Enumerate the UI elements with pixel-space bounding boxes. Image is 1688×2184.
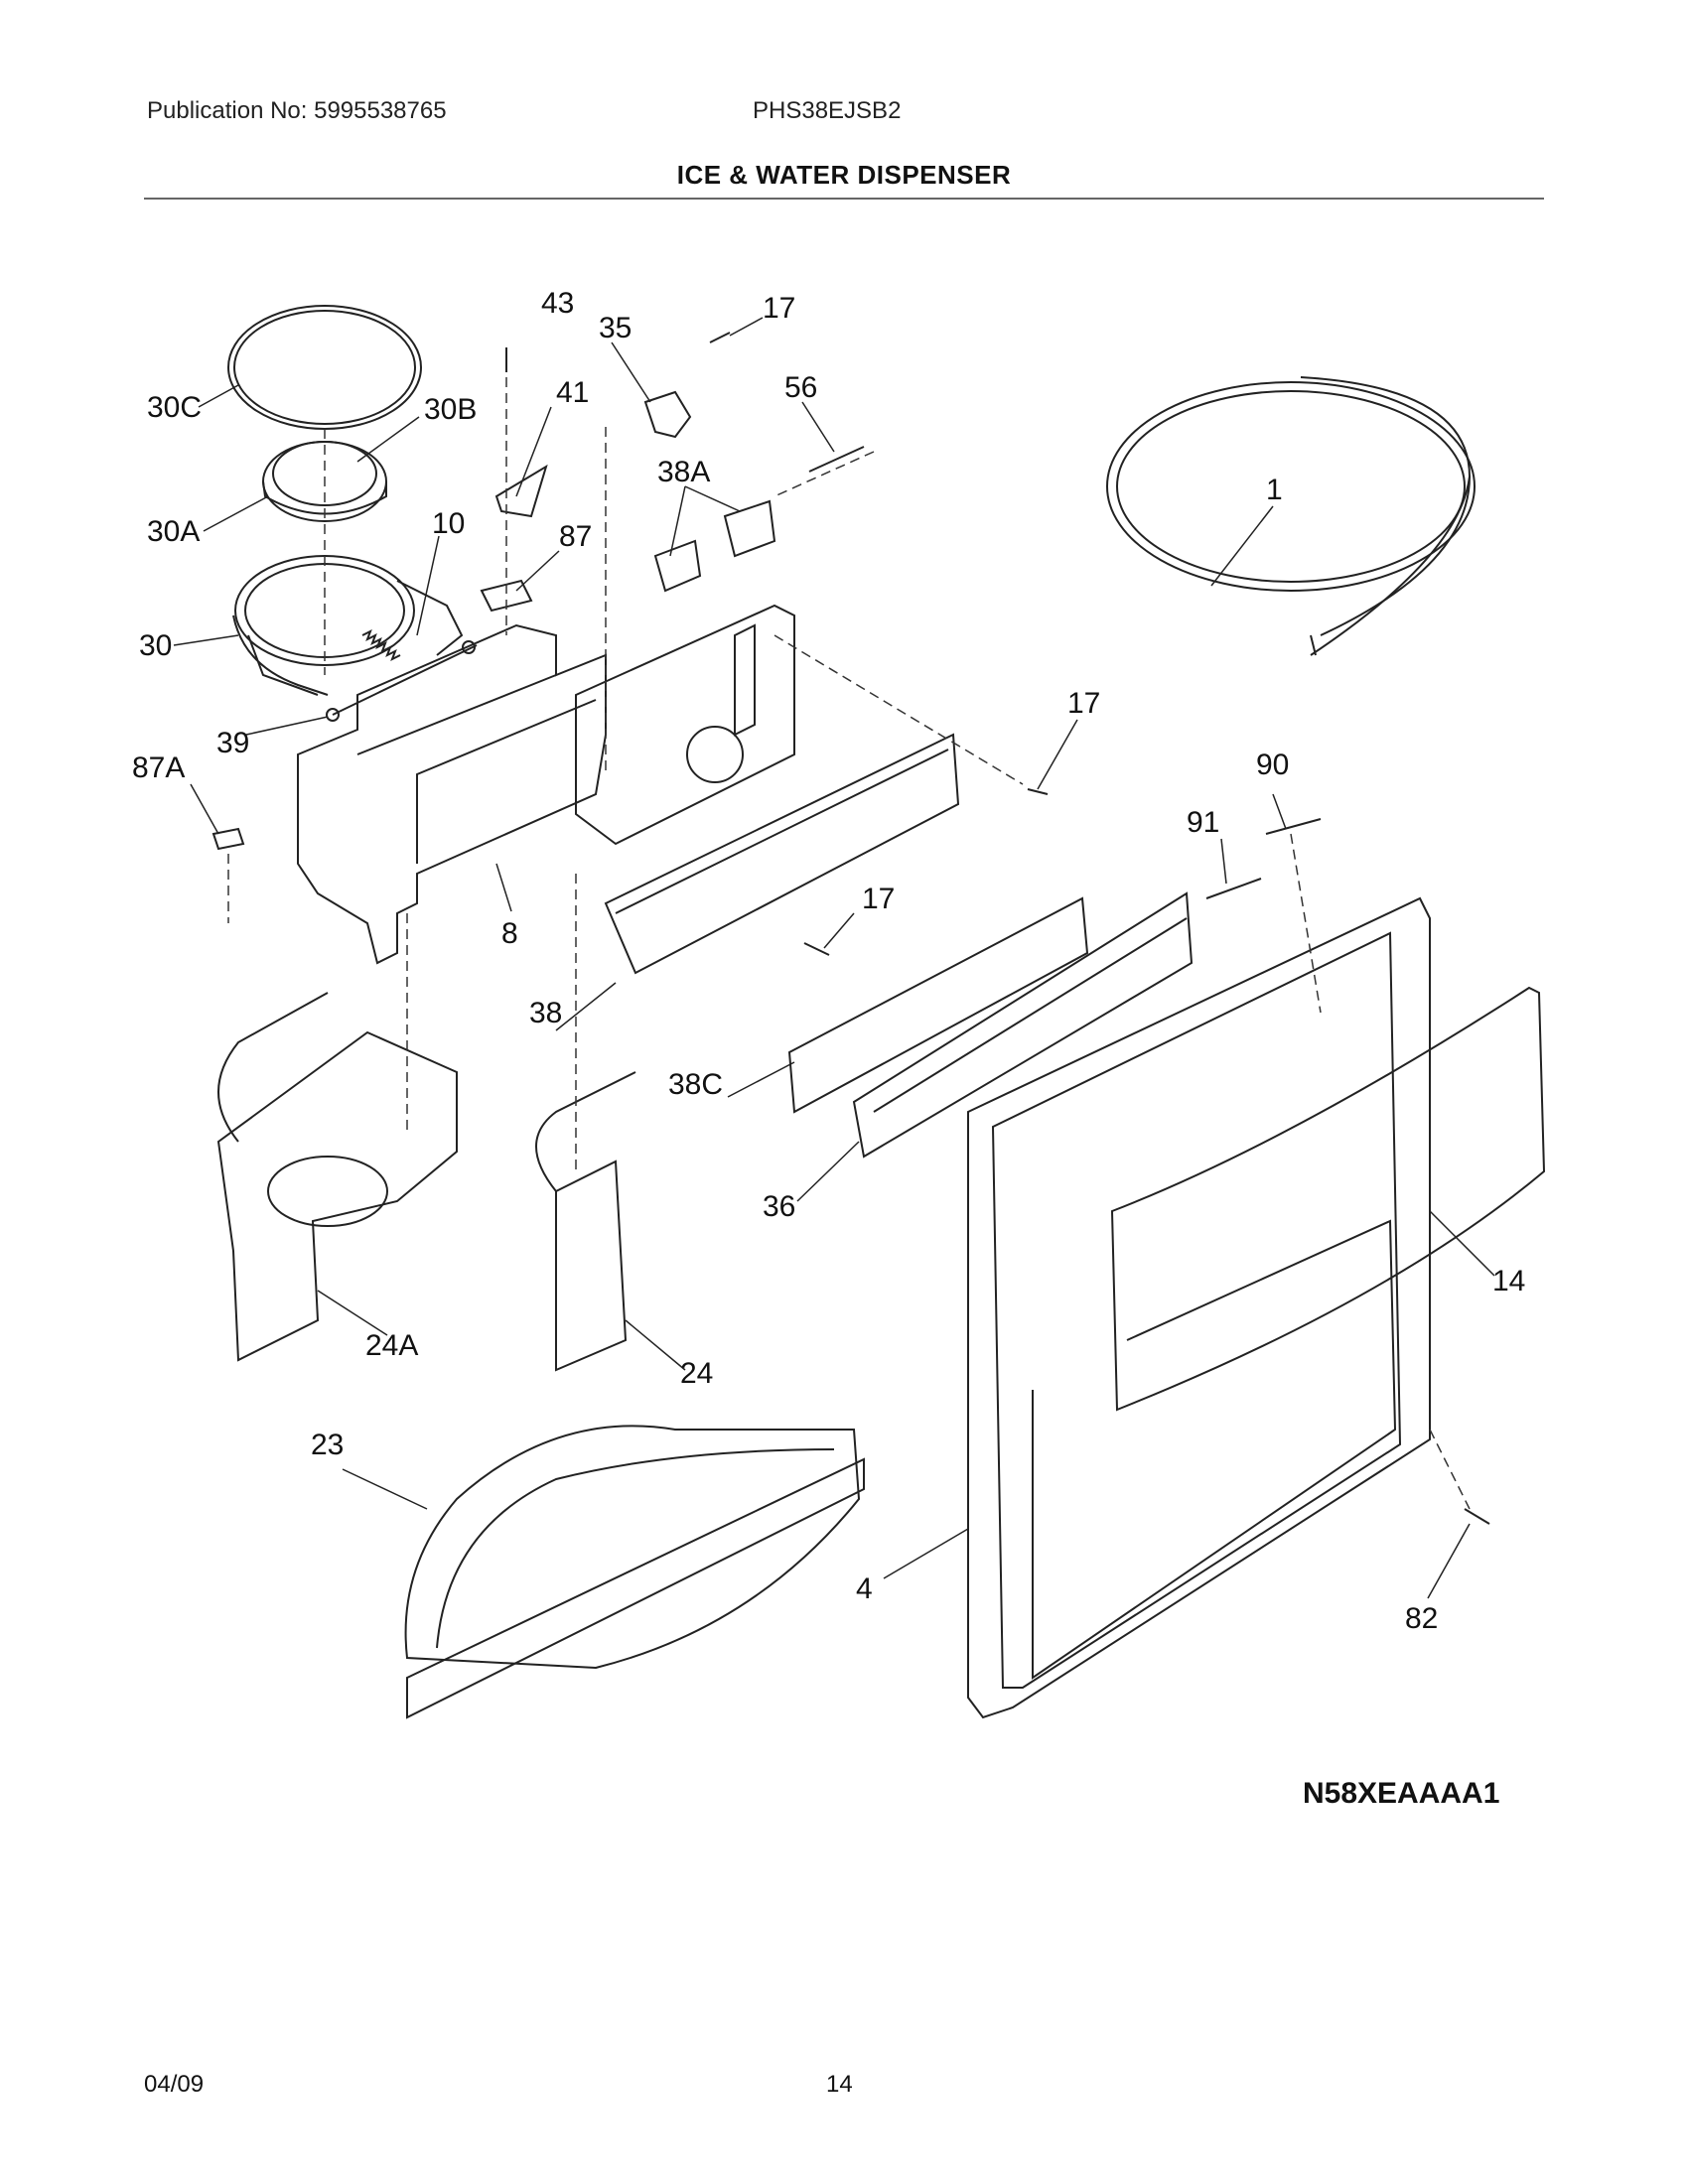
callout-87a: 87A xyxy=(132,751,185,784)
callout-10: 10 xyxy=(432,507,465,540)
callout-91: 91 xyxy=(1187,806,1219,839)
part-39-rod xyxy=(332,644,478,716)
callout-30c: 30C xyxy=(147,391,202,424)
part-35-motor xyxy=(643,390,692,439)
part-17-screw xyxy=(709,332,731,343)
part-41-clip xyxy=(494,464,548,518)
page-title: ICE & WATER DISPENSER xyxy=(676,160,1012,190)
part-87-pad xyxy=(480,579,533,613)
footer-date: 04/09 xyxy=(144,2071,205,2098)
part-38-board xyxy=(604,733,960,975)
publication-number: Publication No: 5995538765 xyxy=(147,97,447,124)
callout-24: 24 xyxy=(680,1357,713,1390)
callout-24a: 24A xyxy=(365,1329,418,1362)
part-87a-pad xyxy=(211,827,245,851)
part-23-tray xyxy=(404,1425,861,1670)
part-17b-screw xyxy=(1027,788,1049,795)
part-14-panel xyxy=(1110,986,1546,1412)
callout-56: 56 xyxy=(784,371,817,404)
callout-17c: 17 xyxy=(862,883,895,915)
part-36-bracket xyxy=(852,891,1194,1159)
part-38a-switch xyxy=(653,499,776,593)
callout-30a: 30A xyxy=(147,515,200,548)
part-1-tubing xyxy=(1106,381,1476,592)
part-82-screw xyxy=(1464,1508,1490,1525)
part-30c-ring xyxy=(227,305,422,430)
callout-23: 23 xyxy=(311,1429,344,1461)
part-38c-board xyxy=(787,896,1089,1114)
callout-4: 4 xyxy=(856,1572,873,1605)
part-90-clip xyxy=(1265,818,1322,835)
callout-30: 30 xyxy=(139,629,172,662)
part-8-housing xyxy=(297,623,607,965)
part-56-screw xyxy=(808,446,865,473)
diagram-code: N58XEAAAA1 xyxy=(1303,1777,1500,1810)
callout-90: 90 xyxy=(1256,749,1289,781)
callout-38a: 38A xyxy=(657,456,710,488)
callout-1: 1 xyxy=(1266,474,1283,506)
part-24-chute xyxy=(555,1160,628,1372)
callout-35: 35 xyxy=(599,312,632,344)
part-24a-chute xyxy=(216,1030,458,1362)
callout-82: 82 xyxy=(1405,1602,1438,1635)
callout-43: 43 xyxy=(541,287,574,320)
header-divider xyxy=(144,198,1544,200)
part-38-housing xyxy=(575,604,795,846)
callout-36: 36 xyxy=(763,1190,795,1223)
callout-87: 87 xyxy=(559,520,592,553)
part-17c-screw xyxy=(803,942,830,956)
part-10-spring xyxy=(361,628,401,662)
callout-30b: 30B xyxy=(424,393,477,426)
callout-8: 8 xyxy=(501,917,518,950)
exploded-parts-diagram: 43 35 17 30C 30B 41 56 38A 1 30A 10 87 3… xyxy=(132,287,1546,1719)
page-number: 14 xyxy=(826,2071,853,2098)
part-91-clip xyxy=(1205,878,1262,899)
callout-14: 14 xyxy=(1492,1265,1525,1297)
callout-38c: 38C xyxy=(668,1068,723,1101)
callout-17b: 17 xyxy=(1067,687,1100,720)
callout-17a: 17 xyxy=(763,292,795,325)
part-4-frame xyxy=(967,896,1431,1719)
callout-38: 38 xyxy=(529,997,562,1029)
callout-39: 39 xyxy=(216,727,249,759)
callout-41: 41 xyxy=(556,376,589,409)
model-number: PHS38EJSB2 xyxy=(753,97,902,124)
